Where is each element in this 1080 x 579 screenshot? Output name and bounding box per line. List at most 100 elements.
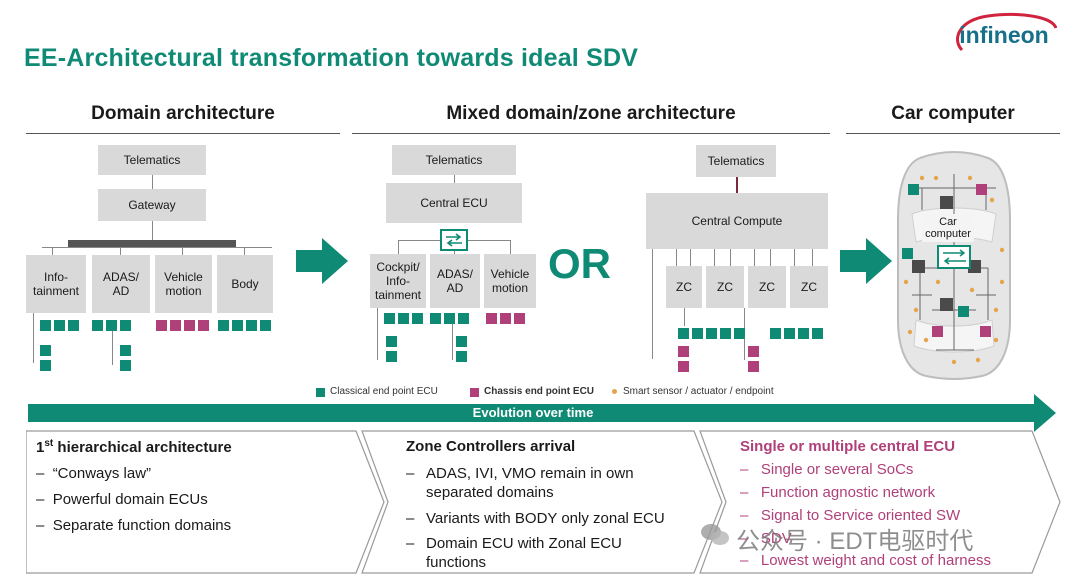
vehicle-motion-box: Vehicle motion	[155, 255, 212, 313]
bullet-text: Domain ECU with Zonal ECU functions	[426, 535, 622, 571]
connector	[42, 247, 272, 248]
classical-ecu	[40, 345, 51, 356]
panel-1-title: 1st hierarchical architecture	[36, 438, 232, 456]
bullet-text: Variants with BODY only zonal ECU	[426, 510, 665, 527]
connector	[152, 175, 153, 189]
panel-1-bullet: – Powerful domain ECUs	[36, 491, 208, 508]
connector	[120, 247, 121, 255]
page-title: EE-Architectural transformation towards …	[24, 44, 639, 72]
logo-text: infineon	[959, 22, 1049, 48]
vehicle-motion-box: Vehicle motion	[484, 254, 536, 308]
classical-ecu	[386, 336, 397, 347]
panel-3-bullet: – Lowest weight and cost of harness	[740, 552, 991, 569]
connector	[730, 249, 731, 266]
classical-ecu	[458, 313, 469, 324]
classical-ecu	[106, 320, 117, 331]
car-outline-icon	[897, 151, 1011, 380]
connector	[770, 249, 771, 266]
bullet-text: ADAS, IVI, VMO remain in own separated d…	[426, 465, 634, 501]
chassis-ecu	[170, 320, 181, 331]
legend-classical-swatch	[316, 388, 325, 397]
connector	[652, 249, 653, 359]
connector	[152, 221, 153, 241]
classical-ecu	[706, 328, 717, 339]
classical-ecu	[798, 328, 809, 339]
connector	[812, 249, 813, 266]
panel-1-bullet: – “Conways law”	[36, 465, 152, 482]
legend-classical: Classical end point ECU	[330, 386, 438, 397]
connector	[454, 175, 455, 183]
section-divider	[352, 133, 830, 134]
backbone-bus	[68, 240, 236, 247]
legend-chassis: Chassis end point ECU	[484, 386, 595, 397]
section-divider	[26, 133, 340, 134]
evolution-bar	[28, 404, 1038, 422]
connector	[398, 240, 399, 254]
classical-ecu	[692, 328, 703, 339]
bullet-text: Signal to Service oriented SW	[760, 507, 961, 524]
panel-3-bullet: – Function agnostic network	[740, 484, 936, 501]
classical-ecu	[40, 320, 51, 331]
connector	[684, 308, 685, 326]
chassis-ecu	[514, 313, 525, 324]
panel-3-title: Single or multiple central ECU	[740, 438, 956, 455]
infineon-logo: infineon	[948, 10, 1060, 62]
classical-ecu	[456, 336, 467, 347]
classical-ecu	[232, 320, 243, 331]
classical-ecu	[40, 360, 51, 371]
adas-box: ADAS/ AD	[430, 254, 480, 308]
chassis-ecu	[678, 346, 689, 357]
bullet-text: “Conways law”	[52, 465, 152, 482]
legend-smart: Smart sensor / actuator / endpoint	[623, 386, 774, 397]
connector	[452, 324, 453, 360]
panel-2-bullet: –Variants with BODY only zonal ECU	[406, 510, 665, 527]
panel-1-title-rest: hierarchical architecture	[53, 439, 232, 456]
connector	[112, 331, 113, 365]
classical-ecu	[812, 328, 823, 339]
connector	[676, 249, 677, 266]
gateway-box: Gateway	[98, 189, 206, 221]
panel-1-bullet: – Separate function domains	[36, 517, 232, 534]
classical-ecu	[246, 320, 257, 331]
panel-1-title-sup: st	[44, 438, 54, 449]
bullet-text: Function agnostic network	[760, 484, 936, 501]
panel-2-bullet: –ADAS, IVI, VMO remain in own separated …	[406, 464, 676, 502]
classical-ecu	[384, 313, 395, 324]
classical-ecu	[678, 328, 689, 339]
body-box: Body	[217, 255, 273, 313]
connector	[398, 240, 440, 241]
connector	[377, 308, 378, 360]
zone-controller-box: ZC	[706, 266, 744, 308]
panel-2-title: Zone Controllers arrival	[406, 438, 576, 455]
telematics-box: Telematics	[392, 145, 516, 175]
chassis-ecu	[198, 320, 209, 331]
panel-2-bullet: –Domain ECU with Zonal ECU functions	[406, 534, 656, 572]
chevron-panels	[26, 430, 1061, 574]
classical-ecu	[784, 328, 795, 339]
legend-smart-swatch	[612, 389, 617, 394]
classical-ecu	[120, 345, 131, 356]
zone-controller-box: ZC	[748, 266, 786, 308]
chassis-ecu	[486, 313, 497, 324]
chassis-ecu	[156, 320, 167, 331]
connector	[794, 249, 795, 266]
classical-ecu	[218, 320, 229, 331]
classical-ecu	[398, 313, 409, 324]
connector	[33, 313, 34, 363]
cockpit-box: Cockpit/ Info- tainment	[370, 254, 426, 308]
connector	[468, 240, 510, 241]
infotainment-box: Info- tainment	[26, 255, 86, 313]
connector	[754, 249, 755, 266]
chassis-ecu	[500, 313, 511, 324]
adas-box: ADAS/ AD	[92, 255, 150, 313]
telematics-box: Telematics	[98, 145, 206, 175]
section-title-domain: Domain architecture	[91, 103, 275, 124]
section-title-car: Car computer	[891, 103, 1015, 124]
panel-3-bullet: – Signal to Service oriented SW	[740, 507, 961, 524]
section-divider	[846, 133, 1060, 134]
classical-ecu	[430, 313, 441, 324]
connector	[690, 249, 691, 266]
arrow-right-icon	[296, 238, 348, 284]
classical-ecu	[734, 328, 745, 339]
connector	[454, 251, 455, 254]
